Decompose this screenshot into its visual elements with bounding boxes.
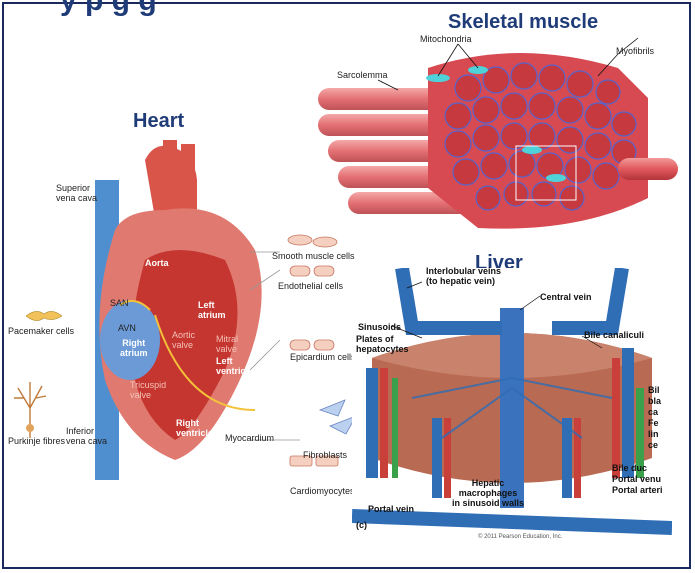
superior-vena-cava-label: Superior vena cava [56, 183, 97, 203]
portal-vein-label: Portal vein [368, 504, 414, 514]
bile-side-labels-cropped: Bil bla ca Fe lin ce [648, 385, 661, 451]
portal-arteriole-label: Portal arteri [612, 485, 663, 495]
myofibrils-label: Myofibrils [616, 46, 654, 56]
left-ventricle-label: Left ventricle [216, 356, 253, 376]
endothelial-cells-label: Endothelial cells [278, 281, 343, 291]
tricuspid-valve-label: Tricuspid valve [130, 380, 166, 400]
sinusoids-label: Sinusoids [358, 322, 401, 332]
aortic-valve-label: Aortic valve [172, 330, 195, 350]
myocardium-label: Myocardium [225, 433, 274, 443]
fibroblasts-label: Fibroblasts [303, 450, 347, 460]
cut-off-page-title: y p g g [60, 0, 157, 18]
purkinje-fibre-icon [10, 378, 50, 438]
interlobular-veins-label: Interlobular veins (to hepatic vein) [426, 266, 501, 286]
mitochondria-label: Mitochondria [420, 34, 472, 44]
heart-title: Heart [133, 110, 184, 133]
bile-canaliculi-label: Bile canaliculi [584, 330, 644, 340]
avn-label: AVN [118, 323, 136, 333]
cardiomyocytes-label: Cardiomyocytes [290, 486, 355, 496]
mitral-valve-label: Mitral valve [216, 334, 238, 354]
plates-of-hepatocytes-label: Plates of hepatocytes [356, 334, 409, 354]
pacemaker-cells-label: Pacemaker cells [8, 326, 74, 336]
left-atrium-label: Left atrium [198, 300, 226, 320]
inferior-vena-cava-label: Inferior vena cava [66, 426, 107, 446]
smooth-muscle-cells-label: Smooth muscle cells [272, 251, 355, 261]
right-atrium-label: Right atrium [120, 338, 148, 358]
hepatic-macrophages-label: Hepatic macrophages in sinusoid walls [452, 478, 524, 508]
copyright-notice: © 2011 Pearson Education, Inc. [478, 534, 562, 540]
skeletal-muscle-illustration [318, 28, 678, 238]
panel-letter-c: (c) [356, 520, 367, 530]
epicardium-cells-label: Epicardium cells [290, 352, 356, 362]
aorta-label: Aorta [145, 258, 169, 268]
sarcolemma-label: Sarcolemma [337, 70, 388, 80]
pacemaker-cell-icon [26, 306, 62, 326]
bile-duct-label: Bile duc [612, 463, 647, 473]
san-label: SAN [110, 298, 129, 308]
central-vein-label: Central vein [540, 292, 592, 302]
portal-venule-label: Portal venu [612, 474, 661, 484]
right-ventricle-label: Right ventricle [176, 418, 213, 438]
